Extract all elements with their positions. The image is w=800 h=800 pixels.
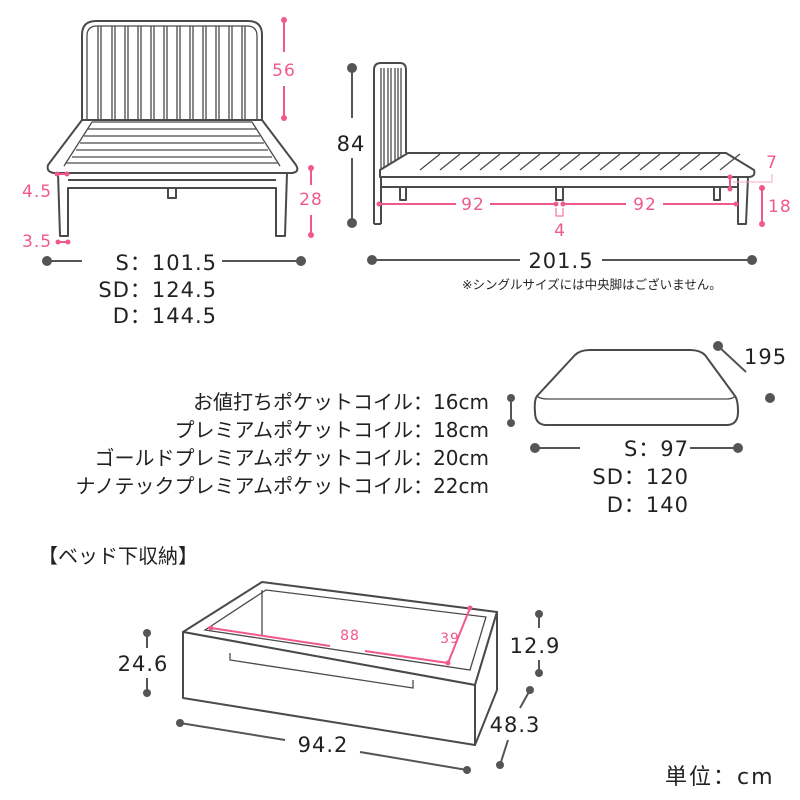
bed-front-view bbox=[46, 20, 299, 237]
mattress-drawing bbox=[533, 349, 739, 426]
frame-thickness-label: 7 bbox=[766, 153, 778, 173]
frame-width-label: 4.5 bbox=[22, 182, 52, 202]
storage-depth-label: 48.3 bbox=[490, 713, 541, 737]
bed-width-s: S：101.5 bbox=[116, 251, 217, 275]
mattress-width-d: D：140 bbox=[607, 493, 689, 517]
bed-width-sd: SD：124.5 bbox=[98, 278, 217, 302]
floor-to-frame-label: 28 bbox=[299, 190, 323, 210]
leg-width-label: 3.5 bbox=[22, 232, 52, 252]
center-leg-note: ※シングルサイズには中央脚はございません。 bbox=[462, 277, 722, 292]
leg-span-right-label: 92 bbox=[633, 195, 657, 215]
mattress-type-item: プレミアムポケットコイル：18cm bbox=[174, 418, 489, 442]
inner-width-label: 88 bbox=[340, 628, 360, 644]
inner-depth-label: 39 bbox=[440, 631, 460, 647]
storage-height-label: 24.6 bbox=[118, 652, 169, 676]
leg-clearance-label: 18 bbox=[768, 197, 792, 217]
side-dimensions: 84 92 92 4 7 18 201.5 ※シングルサイズには中央脚はございま… bbox=[337, 63, 792, 292]
storage-width-label: 94.2 bbox=[298, 733, 349, 757]
total-height-label: 84 bbox=[337, 132, 366, 156]
mattress-type-item: お値打ちポケットコイル：16cm bbox=[193, 390, 489, 414]
inner-height-label: 12.9 bbox=[510, 634, 561, 658]
front-dimensions: 56 28 4.5 3.5 S：101.5 SD：124.5 D：144.5 bbox=[22, 17, 323, 328]
headboard-height-label: 56 bbox=[272, 61, 296, 81]
mattress-type-list: お値打ちポケットコイル：16cm プレミアムポケットコイル：18cm ゴールドプ… bbox=[75, 390, 489, 498]
mattress-dimensions: 195 S：97 SD：120 D：140 bbox=[507, 341, 787, 517]
mattress-type-item: ゴールドプレミアムポケットコイル：20cm bbox=[94, 446, 489, 470]
unit-label: 単位：cm bbox=[665, 765, 775, 790]
bed-side-view bbox=[373, 62, 756, 225]
leg-span-left-label: 92 bbox=[461, 195, 485, 215]
total-length-label: 201.5 bbox=[528, 249, 593, 273]
storage-title: 【ベッド下収納】 bbox=[38, 544, 198, 568]
storage-dimensions: 88 39 24.6 12.9 94.2 48.3 bbox=[118, 605, 561, 774]
mattress-length-label: 195 bbox=[744, 345, 787, 369]
bed-width-d: D：144.5 bbox=[113, 304, 217, 328]
mattress-width-sd: SD：120 bbox=[592, 465, 689, 489]
center-leg-width-label: 4 bbox=[554, 221, 566, 241]
mattress-width-s: S：97 bbox=[624, 437, 689, 461]
mattress-type-item: ナノテックプレミアムポケットコイル：22cm bbox=[75, 474, 489, 498]
